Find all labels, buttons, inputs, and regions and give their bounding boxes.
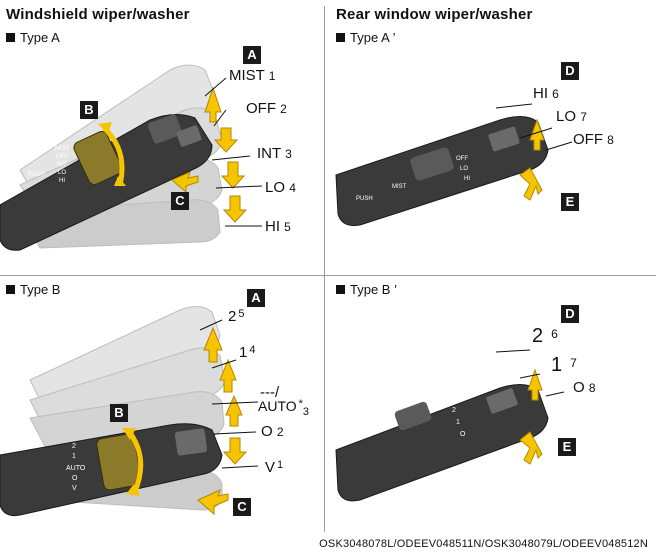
stalk-marking: MIST [55, 146, 70, 152]
stalk-marking: LO [58, 170, 66, 176]
type-b-stalk-illustration: 2 1 AUTO O V [0, 306, 259, 516]
position-label: O 2 [261, 423, 284, 440]
type-a-prime-label: Type A ’ [336, 30, 396, 45]
image-code-caption: OSK3048078L/ODEEV048511N/OSK3048079L/ODE… [319, 538, 648, 550]
callout-d: D [561, 62, 579, 80]
callout-c: C [233, 498, 251, 516]
position-label: MIST 1 [229, 67, 276, 84]
stalk-marking: V [72, 485, 77, 492]
position-label: O 8 [573, 379, 596, 396]
stalk-marking: 1 [72, 453, 76, 460]
type-a-stalk-illustration: MIST OFF INT LO HI PUSH [0, 64, 263, 251]
callout-e: E [561, 193, 579, 211]
position-label: HI 5 [265, 218, 291, 235]
stalk-marking: O [460, 431, 466, 438]
front-section-title: Windshield wiper/washer [6, 6, 190, 23]
position-label: OFF 8 [573, 131, 614, 148]
stalk-marking: MIST [392, 184, 407, 190]
stalk-marking: OFF [456, 156, 468, 162]
callout-a: A [247, 289, 265, 307]
callout-c: C [171, 192, 189, 210]
callout-e: E [558, 438, 576, 456]
stalk-marking: 1 [456, 419, 460, 426]
callout-d: D [561, 305, 579, 323]
stalk-marking: 2 [72, 443, 76, 450]
stalk-marking: 2 [452, 407, 456, 414]
stalk-marking: AUTO [66, 465, 86, 472]
stalk-marking: O [72, 475, 78, 482]
type-b-prime-label: Type B ’ [336, 282, 397, 297]
position-label: LO 4 [265, 179, 296, 196]
type-b-label: Type B [6, 282, 60, 297]
stalk-marking: PUSH [356, 196, 373, 202]
stalk-marking: PUSH [28, 172, 45, 178]
stalk-marking: HI [464, 176, 470, 182]
position-label: LO 7 [556, 108, 587, 125]
position-label: INT 3 [257, 145, 292, 162]
type-a-prime-stalk-illustration: MIST OFF LO HI PUSH [335, 103, 573, 226]
horizontal-divider [0, 275, 656, 276]
position-label: OFF 2 [246, 100, 287, 117]
callout-b: B [110, 404, 128, 422]
position-label: HI 6 [533, 85, 559, 102]
position-label: ---/ [260, 384, 280, 401]
stalk-marking: LO [460, 166, 468, 172]
stalk-marking: OFF [56, 154, 68, 160]
vertical-divider [324, 6, 325, 532]
rear-section-title: Rear window wiper/washer [336, 6, 533, 23]
stalk-marking: HI [59, 178, 65, 184]
position-label: AUTO*3 [258, 398, 310, 418]
type-a-label: Type A [6, 30, 60, 45]
callout-a: A [243, 46, 261, 64]
callout-b: B [80, 101, 98, 119]
stalk-marking: INT [57, 162, 67, 168]
